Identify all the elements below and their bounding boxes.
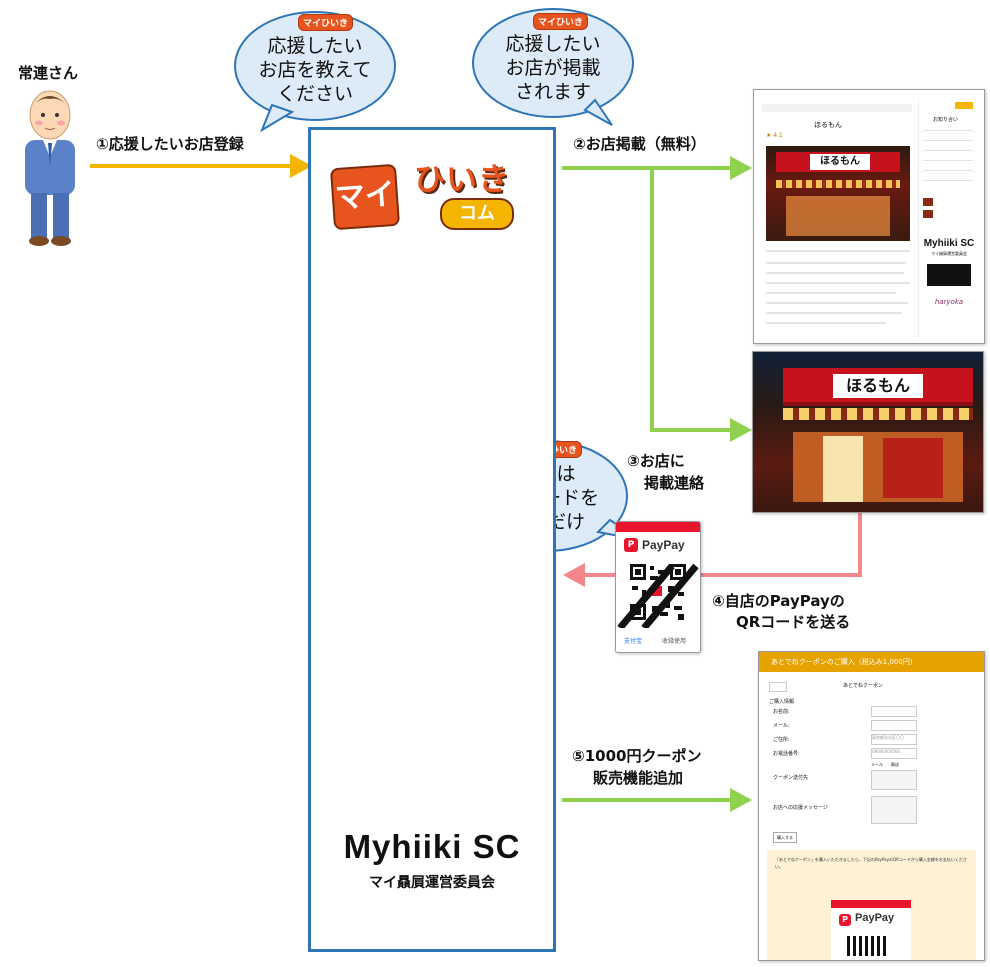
bubble-left xyxy=(234,11,396,133)
coupon-page-screenshot: あとでねクーポンのご購入（税込み1,000円） あとでねクーポン ご購入情報 お… xyxy=(758,651,985,961)
bubble-right xyxy=(472,8,634,126)
field-label-message: お店への応援メッセージ xyxy=(773,805,828,811)
web-search-button xyxy=(955,102,973,109)
paypay-footer-right: 收錢使用 xyxy=(662,638,687,645)
shop-lanterns xyxy=(783,408,973,420)
main-logo-part3: コム xyxy=(440,198,514,230)
web-side-partner: haryoka xyxy=(934,298,964,306)
bubble-right-line1: 応援したい xyxy=(505,33,601,55)
web-side-black-logo xyxy=(927,264,971,286)
step3-label-line1: ③お店に xyxy=(627,452,685,470)
radio-post[interactable]: 郵送 xyxy=(891,762,899,767)
bubble-left-line3: ください xyxy=(276,83,353,105)
arrow-step4-head xyxy=(563,563,585,587)
paypay-qr-card: P PayPay 支付宝 收錢使用 xyxy=(615,521,701,653)
coupon-notice-text: 「あとでねクーポン」を購入いただきましたら、下記のPayPayのQRコードから購… xyxy=(775,857,967,869)
name-input[interactable] xyxy=(871,706,917,717)
bubble-right-text: 応援したい お店が掲載 されます xyxy=(473,32,633,104)
step1-label: ①応援したいお店登録 xyxy=(96,135,244,153)
phone-input[interactable]: 09000000000 xyxy=(871,748,917,759)
web-side-sub: マイ贔屓運営委員会 xyxy=(931,251,967,256)
paypay-logo-icon: P xyxy=(624,538,638,552)
delivery-input[interactable] xyxy=(871,770,917,790)
org-sub: マイ贔屓運営委員会 xyxy=(369,875,495,891)
paypay-brand: PayPay xyxy=(642,538,685,552)
qr-strike-lines xyxy=(617,563,699,628)
web-shop-sign: ほるもん xyxy=(810,154,870,170)
central-box xyxy=(308,127,556,952)
bubble-left-line2: お店を教えて xyxy=(258,59,372,81)
web-rating: ★ 4.1 xyxy=(766,132,783,139)
bubble-right-line2: お店が掲載 xyxy=(505,57,601,79)
coupon-paypay-card: P PayPay xyxy=(831,900,911,960)
field-label-name: お名前: xyxy=(773,709,790,715)
coupon-nav-button[interactable] xyxy=(769,682,787,692)
buy-button[interactable]: 購入する xyxy=(773,832,797,843)
step4-label-line1: ④自店のPayPayの xyxy=(712,592,845,610)
step5-label-line1: ⑤1000円クーポン xyxy=(572,747,702,765)
step5-label-line2: 販売機能追加 xyxy=(593,769,684,787)
step2-label: ②お店掲載（無料） xyxy=(573,135,706,153)
bubble-left-logo: マイひいき xyxy=(298,14,354,31)
web-title: ほるもん xyxy=(814,121,842,129)
bubble-left-text: 応援したい お店を教えて ください xyxy=(235,34,395,106)
web-side-title: お知り合い xyxy=(933,117,959,123)
web-shop-photo: ほるもん xyxy=(766,146,910,241)
shop-sign: ほるもん xyxy=(833,374,923,398)
field-label-address: ご住所: xyxy=(773,737,790,743)
main-logo: マイ ひいき コム xyxy=(329,160,537,232)
web-sidebar: お知り合い Myhiiki SC マイ贔屓運営委員会 haryoka xyxy=(918,98,979,338)
customer-avatar xyxy=(25,90,75,246)
arrow-step1-head xyxy=(290,154,312,178)
bubble-right-line3: されます xyxy=(514,81,591,103)
email-input[interactable] xyxy=(871,720,917,731)
org-name: Myhiiki SC xyxy=(343,828,521,865)
shop-photo: ほるもん xyxy=(752,351,984,513)
bubble-right-logo: マイひいき xyxy=(533,13,589,30)
step4-label-line2: QRコードを送る xyxy=(736,613,851,631)
coupon-paypay-brand: PayPay xyxy=(855,912,895,924)
field-label-email: メール: xyxy=(773,723,790,729)
bubble-left-line1: 応援したい xyxy=(267,35,363,57)
field-label-phone: お電話番号: xyxy=(773,751,800,757)
coupon-section-title: ご購入情報 xyxy=(769,699,795,705)
message-textarea[interactable] xyxy=(871,796,917,824)
radio-mail[interactable]: メール xyxy=(871,762,883,767)
web-page-screenshot: ほるもん ★ 4.1 ほるもん お知り合い Myhiiki SC マイ贔屓運営委… xyxy=(753,89,985,344)
customer-label: 常連さん xyxy=(18,64,79,82)
web-side-brand: Myhiiki SC xyxy=(923,238,975,249)
address-input[interactable]: 東京都渋谷区〇〇 xyxy=(871,734,917,745)
arrow-step5-head xyxy=(730,788,752,812)
main-logo-part1: マイ xyxy=(329,163,401,231)
arrow-branch-head xyxy=(730,418,752,442)
arrow-step2-head xyxy=(730,156,752,180)
coupon-paypay-icon: P xyxy=(839,914,851,926)
coupon-header: あとでねクーポンのご購入（税込み1,000円） xyxy=(759,652,984,672)
web-text-line xyxy=(766,250,910,252)
coupon-qr-code xyxy=(847,936,887,956)
coupon-notice-panel: 「あとでねクーポン」を購入いただきましたら、下記のPayPayのQRコードから購… xyxy=(767,850,976,960)
main-logo-part2: ひいき xyxy=(414,162,510,198)
step3-label-line2: 掲載連絡 xyxy=(644,474,705,492)
field-label-delivery: クーポン送付先 xyxy=(773,775,809,781)
paypay-footer-left: 支付宝 xyxy=(624,638,643,645)
web-tabbar xyxy=(762,104,912,112)
coupon-sub-header: あとでねクーポン xyxy=(843,683,883,689)
